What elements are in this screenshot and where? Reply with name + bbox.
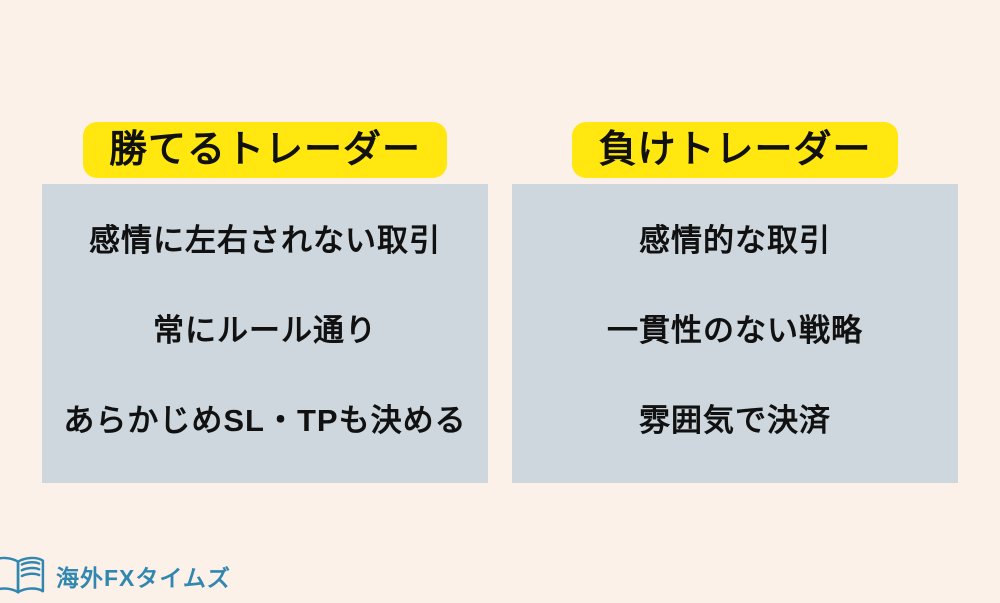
winning-trader-column: 勝てるトレーダー 感情に左右されない取引 常にルール通り あらかじめSL・TPも… <box>42 122 488 483</box>
losing-trader-point: 一貫性のない戦略 <box>607 312 863 348</box>
losing-trader-point: 感情的な取引 <box>639 222 831 258</box>
winning-trader-heading: 勝てるトレーダー <box>82 122 447 178</box>
losing-trader-heading: 負けトレーダー <box>572 122 898 178</box>
winning-trader-point: 常にルール通り <box>153 312 377 348</box>
winning-trader-point: あらかじめSL・TPも決める <box>63 402 467 438</box>
losing-trader-point: 雰囲気で決済 <box>639 402 831 438</box>
site-logo: 海外FXタイムズ <box>0 554 231 598</box>
site-logo-text: 海外FXタイムズ <box>56 565 231 591</box>
winning-trader-point: 感情に左右されない取引 <box>89 222 441 258</box>
winning-trader-panel: 感情に左右されない取引 常にルール通り あらかじめSL・TPも決める <box>42 184 488 483</box>
losing-trader-column: 負けトレーダー 感情的な取引 一貫性のない戦略 雰囲気で決済 <box>512 122 958 483</box>
open-book-icon <box>0 554 48 598</box>
losing-trader-panel: 感情的な取引 一貫性のない戦略 雰囲気で決済 <box>512 184 958 483</box>
